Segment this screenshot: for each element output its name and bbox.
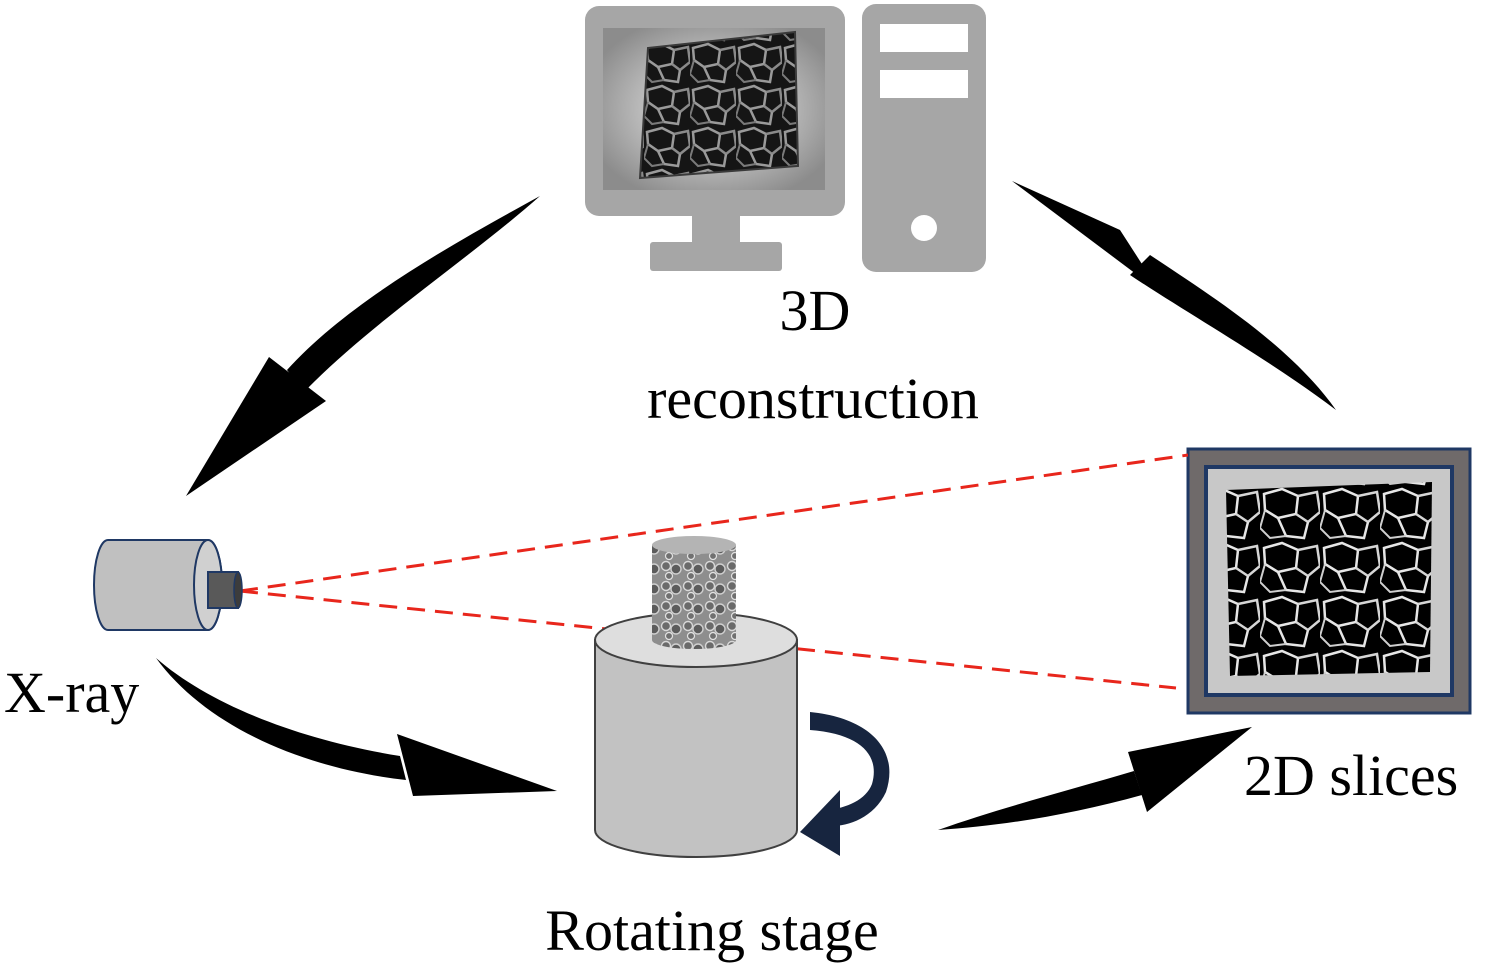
rotation-arrow-icon [800, 712, 890, 856]
arrow-stage-to-slices [938, 727, 1252, 830]
detector-slice-icon [1186, 447, 1472, 715]
rotating-stage-label: Rotating stage [545, 898, 878, 963]
monitor-base [650, 242, 782, 271]
computer-icon [585, 4, 986, 272]
arrow-xray-to-stage [156, 658, 557, 796]
reconstruction-label-line2: reconstruction [647, 366, 979, 431]
foam-cube-render [640, 32, 798, 178]
arrow-reconstruction-to-xray [186, 196, 540, 496]
drive-bay-2 [880, 70, 968, 98]
power-button-icon [911, 215, 937, 241]
xray-label: X-ray [4, 660, 139, 725]
slices-label: 2D slices [1244, 743, 1458, 808]
foam-sample [652, 536, 736, 649]
monitor-neck [692, 216, 740, 242]
xray-source-icon [93, 539, 243, 631]
arrow-slices-to-reconstruction [1012, 181, 1336, 410]
reconstruction-label-line1: 3D [780, 278, 851, 343]
rotating-stage-icon [594, 536, 890, 858]
xray-tube-nozzle [207, 571, 239, 609]
drive-bay-1 [880, 24, 968, 52]
slice-image [1226, 482, 1432, 676]
xray-beam [239, 453, 1189, 690]
